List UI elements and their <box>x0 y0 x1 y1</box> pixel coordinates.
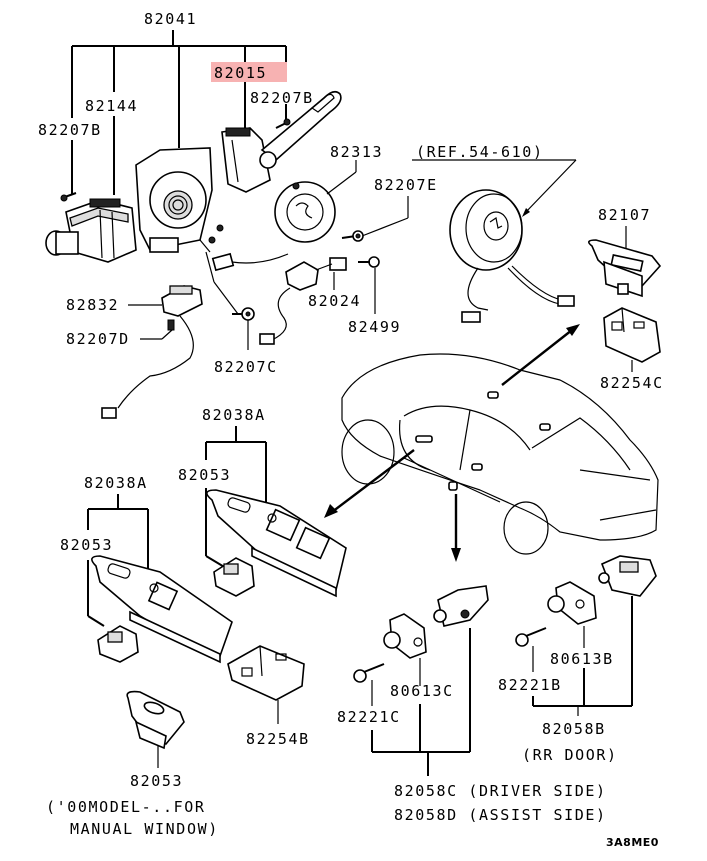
screw-82207D-icon <box>167 319 175 331</box>
label-82144[interactable]: 82144 <box>85 97 138 115</box>
label-82221B[interactable]: 82221B <box>498 676 562 694</box>
label-82254C[interactable]: 82254C <box>600 374 664 392</box>
door-switch-82058B-icon <box>598 555 657 597</box>
label-82053-left[interactable]: 82053 <box>60 536 113 554</box>
label-82058D-assist-side[interactable]: 82058D (ASSIST SIDE) <box>394 806 607 824</box>
highlight-82015 <box>211 62 287 82</box>
clock-spring-82313-icon <box>274 181 336 243</box>
clip-82254C-icon <box>603 307 661 363</box>
column-switch-body-82041-icon <box>135 147 224 253</box>
door-switch-82058C-icon <box>433 585 489 627</box>
label-80613B[interactable]: 80613B <box>550 650 614 668</box>
label-80613C[interactable]: 80613C <box>390 682 454 700</box>
screw-82207B-top-icon <box>275 118 291 129</box>
screw-82207B-left-icon <box>60 192 77 202</box>
label-82499[interactable]: 82499 <box>348 318 401 336</box>
power-window-master-switch-left-icon <box>91 555 233 664</box>
label-rr-door: (RR DOOR) <box>522 746 618 764</box>
power-window-master-switch-right-icon <box>206 489 347 598</box>
clip-82254B-icon <box>227 645 305 701</box>
label-82058C-driver-side[interactable]: 82058C (DRIVER SIDE) <box>394 782 607 800</box>
label-82058B[interactable]: 82058B <box>542 720 606 738</box>
label-82832[interactable]: 82832 <box>66 296 119 314</box>
window-switch-82053-manual-icon <box>126 690 185 750</box>
window-switch-82107-icon <box>588 239 662 298</box>
screw-82221B-icon <box>515 627 547 647</box>
label-82053-bottom[interactable]: 82053 <box>130 772 183 790</box>
label-82207E[interactable]: 82207E <box>374 176 438 194</box>
switch-82144-icon <box>45 198 137 263</box>
label-82015[interactable]: 82015 <box>214 64 267 82</box>
label-82107[interactable]: 82107 <box>598 206 651 224</box>
label-82207C[interactable]: 82207C <box>214 358 278 376</box>
label-82207B-left[interactable]: 82207B <box>38 121 102 139</box>
note-manual-window-line2: MANUAL WINDOW) <box>70 820 219 838</box>
label-82313[interactable]: 82313 <box>330 143 383 161</box>
plunger-80613C-icon <box>383 613 427 659</box>
plunger-80613B-icon <box>547 581 597 625</box>
switch-button-82053-left-icon <box>97 625 139 663</box>
label-82053-right[interactable]: 82053 <box>178 466 231 484</box>
leader-tree-82041 <box>71 30 287 195</box>
clock-spring-ref-icon <box>449 189 575 323</box>
screw-82221C-icon <box>353 663 385 683</box>
label-82038A-left[interactable]: 82038A <box>84 474 148 492</box>
note-manual-window-line1: ('00MODEL-..FOR <box>46 798 205 816</box>
label-82221C[interactable]: 82221C <box>337 708 401 726</box>
screw-82207E-icon <box>341 230 364 242</box>
label-82207B-top[interactable]: 82207B <box>250 89 314 107</box>
diagram-code: 3A8ME0 <box>606 836 659 849</box>
label-82207D[interactable]: 82207D <box>66 330 130 348</box>
label-82024[interactable]: 82024 <box>308 292 361 310</box>
label-ref-54-610[interactable]: (REF.54-610) <box>416 143 544 161</box>
label-82038A-right[interactable]: 82038A <box>202 406 266 424</box>
wiper-switch-82015-icon <box>221 90 342 193</box>
harness-connector-icon <box>211 252 380 345</box>
switch-button-82053-right-icon <box>213 557 255 597</box>
car-body-icon <box>341 353 659 555</box>
label-82041[interactable]: 82041 <box>144 10 197 28</box>
sensor-82832-icon <box>101 285 203 419</box>
label-82254B[interactable]: 82254B <box>246 730 310 748</box>
